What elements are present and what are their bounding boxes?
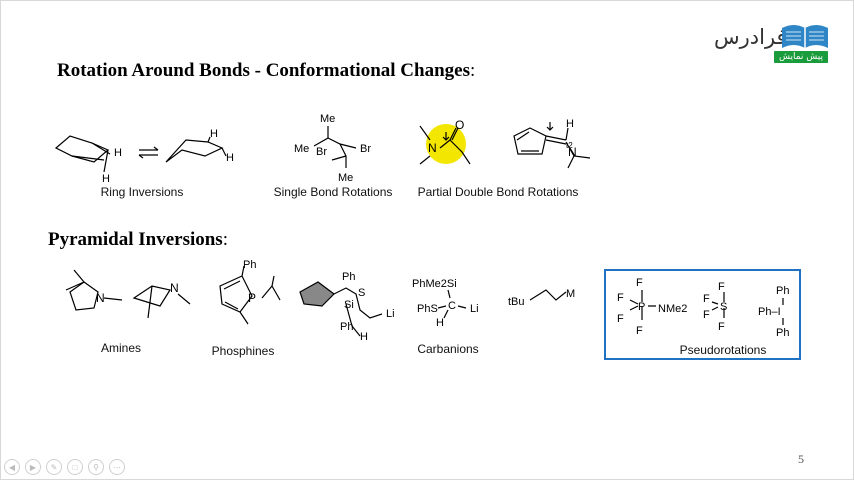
carbanion-structure bbox=[437, 289, 467, 319]
heading-rotation: Rotation Around Bonds - Conformational C… bbox=[57, 60, 475, 82]
fulvene-t2-label: t2 bbox=[566, 141, 573, 150]
sf-f3: F bbox=[703, 309, 710, 321]
metal-m-label: M bbox=[566, 288, 575, 300]
caption-amines: Amines bbox=[100, 341, 142, 355]
caption-ring-inversions: Ring Inversions bbox=[100, 185, 184, 199]
zoom-icon[interactable]: ⚲ bbox=[88, 459, 104, 475]
carb-li-label: Li bbox=[470, 303, 479, 315]
pseudorotation-box bbox=[604, 269, 801, 360]
br-left-label: Br bbox=[316, 146, 327, 158]
caption-partial-double-bond: Partial Double Bond Rotations bbox=[417, 185, 579, 199]
butane-projection bbox=[313, 126, 357, 168]
carb-c-label: C bbox=[448, 300, 456, 312]
me-top-label: Me bbox=[320, 113, 335, 125]
next-icon[interactable]: ▶ bbox=[25, 459, 41, 475]
pf-nme2-label: NMe2 bbox=[658, 303, 687, 315]
si-s-label: S bbox=[358, 287, 365, 299]
cyclohexane-chair-2 bbox=[165, 136, 227, 163]
amide-n-label: N bbox=[428, 141, 437, 155]
ring1-h2-label: H bbox=[102, 173, 110, 185]
br-right-label: Br bbox=[360, 143, 371, 155]
copy-icon[interactable]: □ bbox=[67, 459, 83, 475]
fulvene-h-label: H bbox=[566, 118, 574, 130]
aziridine-structure bbox=[132, 285, 191, 319]
heading-pyramidal: Pyramidal Inversions: bbox=[48, 229, 228, 251]
amine2-n-label: N bbox=[170, 281, 179, 295]
heading-rotation-text: Rotation Around Bonds - Conformational C… bbox=[57, 60, 470, 81]
tbu-label: tBu bbox=[508, 296, 525, 308]
logo-text: فرادرس bbox=[714, 25, 787, 49]
pen-icon[interactable]: ✎ bbox=[46, 459, 62, 475]
faradars-logo: فرادرس پیش نمایش bbox=[712, 20, 834, 64]
iph-ph-i: Ph–I bbox=[758, 306, 781, 318]
pf-f1: F bbox=[636, 277, 643, 289]
carb-phs-label: PhS bbox=[417, 303, 438, 315]
carb-phme2si-label: PhMe2Si bbox=[412, 278, 457, 290]
si-si-label: Si bbox=[344, 299, 354, 311]
caption-phosphines: Phosphines bbox=[211, 344, 275, 358]
logo-badge: پیش نمایش bbox=[774, 51, 828, 63]
heading-rotation-colon: : bbox=[469, 60, 476, 81]
silyl-structure bbox=[299, 281, 383, 337]
fulvene-arrow-icon bbox=[546, 122, 554, 131]
more-icon[interactable]: ⋯ bbox=[109, 459, 125, 475]
phos-ph-label: Ph bbox=[243, 259, 256, 271]
iph-ph-bottom: Ph bbox=[776, 327, 789, 339]
prev-icon[interactable]: ◀ bbox=[4, 459, 20, 475]
carb-h-label: H bbox=[436, 317, 444, 329]
equilibrium-arrows bbox=[138, 146, 159, 159]
pf4-bonds bbox=[629, 290, 656, 320]
pyrrolidine-structure bbox=[65, 269, 123, 311]
me-bottom-label: Me bbox=[338, 172, 353, 184]
amide-o-label: O bbox=[455, 118, 464, 132]
cyclohexane-chair-1 bbox=[54, 135, 111, 173]
fulvene-n-label: N bbox=[568, 145, 577, 159]
sf-f4: F bbox=[718, 321, 725, 333]
pf-f3: F bbox=[617, 313, 624, 325]
caption-single-bond: Single Bond Rotations bbox=[273, 185, 393, 199]
highlight-circle bbox=[426, 124, 466, 164]
book-icon bbox=[782, 25, 828, 48]
si-li-label: Li bbox=[386, 308, 395, 320]
caption-pseudorotations: Pseudorotations bbox=[679, 343, 767, 357]
heading-pyramidal-text: Pyramidal Inversions bbox=[48, 229, 223, 250]
phos-p-label: P bbox=[248, 291, 256, 305]
ring2-h-label: H bbox=[210, 128, 218, 140]
presentation-toolbar: ◀ ▶ ✎ □ ⚲ ⋯ bbox=[4, 459, 125, 475]
heading-pyramidal-colon: : bbox=[222, 229, 228, 250]
amide-arrow-icon bbox=[442, 132, 450, 141]
phosphole-structure bbox=[219, 265, 281, 325]
sf-f1: F bbox=[718, 281, 725, 293]
caption-carbanions: Carbanions bbox=[417, 342, 479, 356]
tbu-chain bbox=[529, 289, 567, 301]
si-ph-bottom-label: Ph bbox=[340, 321, 353, 333]
pf-f4: F bbox=[636, 325, 643, 337]
si-h-label: H bbox=[360, 331, 368, 343]
iph-ph-top: Ph bbox=[776, 285, 789, 297]
fulvene-structure bbox=[513, 127, 591, 169]
ring1-h-label: H bbox=[114, 147, 122, 159]
sf-f2: F bbox=[703, 293, 710, 305]
ring2-h2-label: H bbox=[226, 152, 234, 164]
page-number: 5 bbox=[798, 452, 804, 466]
amine1-n-label: N bbox=[96, 291, 105, 305]
me-left-label: Me bbox=[294, 143, 309, 155]
si-ph-top-label: Ph bbox=[342, 271, 355, 283]
pf-f2: F bbox=[617, 292, 624, 304]
pf-p-label: P bbox=[638, 301, 645, 313]
sf4-bonds bbox=[711, 292, 725, 318]
amide-structure bbox=[419, 125, 471, 165]
sf-s-label: S bbox=[720, 301, 727, 313]
